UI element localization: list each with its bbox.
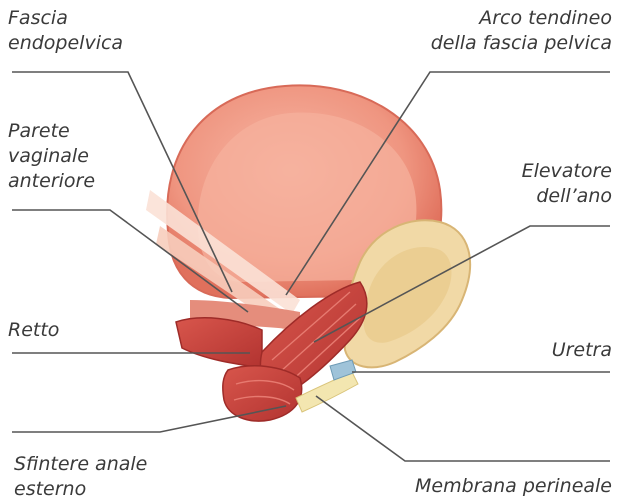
label-uretra: Uretra xyxy=(552,338,612,363)
label-parete-vaginale: Parete vaginale anteriore xyxy=(8,119,95,194)
label-fascia-endopelvica: Fascia endopelvica xyxy=(8,6,123,56)
label-membrana-perineale: Membrana perineale xyxy=(415,474,612,499)
label-sfintere-anale: Sfintere anale esterno xyxy=(14,452,147,502)
label-elevatore-ano: Elevatore dell’ano xyxy=(522,159,612,209)
label-retto: Retto xyxy=(8,318,59,343)
label-arco-tendineo: Arco tendineo della fascia pelvica xyxy=(431,6,612,56)
rectum xyxy=(176,318,262,368)
external-anal-sphincter xyxy=(223,366,302,421)
